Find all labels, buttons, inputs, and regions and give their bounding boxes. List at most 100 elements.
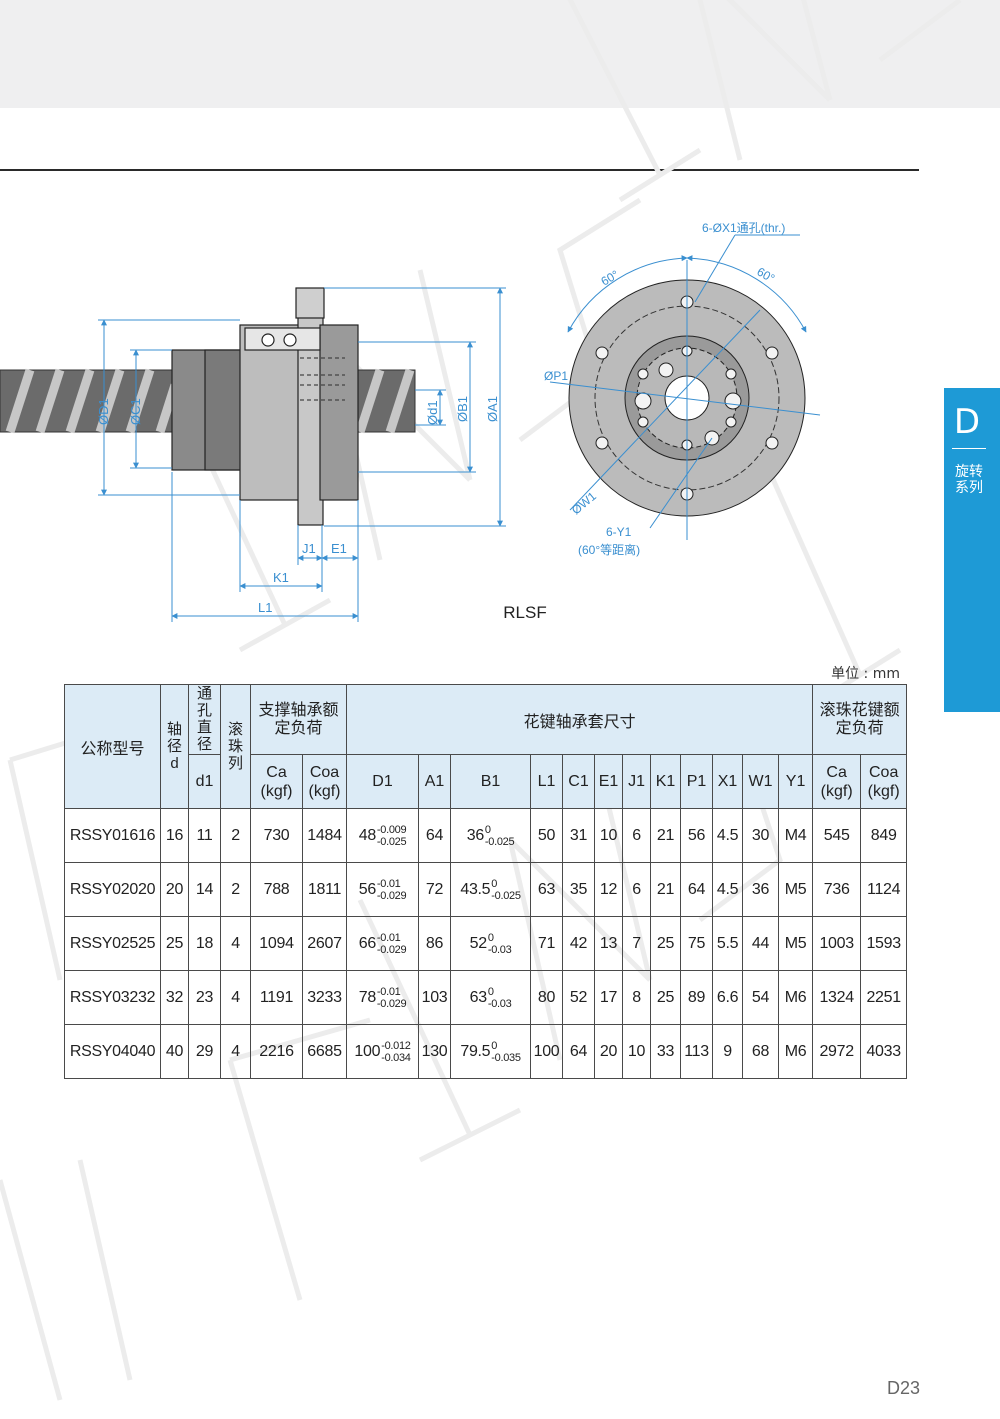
cell-J1: 8 <box>622 970 652 1025</box>
cell-A1: 103 <box>418 970 452 1025</box>
cell-P1: 64 <box>680 862 714 917</box>
cell-K1: 25 <box>650 916 682 971</box>
y1-note-label: (60°等距离) <box>578 542 640 557</box>
model-label: RLSF <box>503 603 547 622</box>
header-col: C1 <box>562 754 596 809</box>
cell-D1: 100-0.012-0.034 <box>346 1024 420 1079</box>
technical-drawing: ØD1 ØC1 Ød1 ØB1 ØA1 J1 E1 K1 L1 <box>0 221 821 622</box>
cell-ca: 1094 <box>250 916 303 971</box>
cell-D1: 78-0.01-0.029 <box>346 970 420 1025</box>
cell-coa: 6685 <box>301 1024 348 1079</box>
cell-K1: 33 <box>650 1024 682 1079</box>
cell-Y1: M6 <box>778 1024 814 1079</box>
cell-X1: 6.6 <box>712 970 744 1025</box>
cell-ca2: 736 <box>812 862 862 917</box>
dim-j1-label: J1 <box>302 541 316 556</box>
cell-model: RSSY01616 <box>64 808 161 863</box>
cell-coa2: 4033 <box>860 1024 908 1079</box>
cell-d1: 18 <box>188 916 221 971</box>
cell-rows: 2 <box>220 808 251 863</box>
screw-shaft <box>0 368 416 434</box>
cell-D1: 56-0.01-0.029 <box>346 862 420 917</box>
cell-A1: 130 <box>418 1024 452 1079</box>
cell-rows: 2 <box>220 862 251 917</box>
header-spline-size: 花键轴承套尺寸 <box>346 684 814 755</box>
cell-rows: 4 <box>220 916 251 971</box>
cell-d1: 11 <box>188 808 221 863</box>
x1-hole-label: 6-ØX1通孔(thr.) <box>702 221 785 235</box>
header-shaft: 轴径d <box>160 684 189 809</box>
cell-W1: 30 <box>742 808 780 863</box>
cell-d1: 23 <box>188 970 221 1025</box>
cell-coa2: 1124 <box>860 862 908 917</box>
header-spline-load: 滚珠花键额定负荷 <box>812 684 908 755</box>
cell-P1: 75 <box>680 916 714 971</box>
section-tab[interactable]: D 旋转系列 <box>944 388 1000 712</box>
cell-J1: 6 <box>622 808 652 863</box>
dim-e1-label: E1 <box>331 541 347 556</box>
cell-d: 20 <box>160 862 189 917</box>
cell-ca: 730 <box>250 808 303 863</box>
header-col: Ca (kgf) <box>812 754 862 809</box>
header-col: D1 <box>346 754 420 809</box>
cell-W1: 44 <box>742 916 780 971</box>
cell-K1: 21 <box>650 862 682 917</box>
cell-d: 25 <box>160 916 189 971</box>
cell-coa2: 849 <box>860 808 908 863</box>
cell-L1: 71 <box>530 916 564 971</box>
spec-table: 公称型号 轴径d 通孔直径 滚珠列 支撑轴承额定负荷 花键轴承套尺寸 滚珠花键额… <box>64 684 908 1079</box>
header-ball-rows: 滚珠列 <box>220 684 251 809</box>
unit-label: 单位 : mm <box>831 666 900 682</box>
cell-model: RSSY04040 <box>64 1024 161 1079</box>
cell-D1: 48-0.009-0.025 <box>346 808 420 863</box>
cell-coa: 3233 <box>301 970 348 1025</box>
cell-A1: 86 <box>418 916 452 971</box>
p1-label: ØP1 <box>544 369 568 383</box>
cell-d: 32 <box>160 970 189 1025</box>
cell-E1: 10 <box>594 808 624 863</box>
cell-C1: 64 <box>562 1024 596 1079</box>
cell-W1: 36 <box>742 862 780 917</box>
section-divider <box>952 448 986 449</box>
cell-E1: 13 <box>594 916 624 971</box>
y1-label: 6-Y1 <box>606 525 632 539</box>
header-hole: 通孔直径 <box>188 684 221 755</box>
header-col: K1 <box>650 754 682 809</box>
cell-A1: 64 <box>418 808 452 863</box>
cell-model: RSSY02525 <box>64 916 161 971</box>
cell-K1: 25 <box>650 970 682 1025</box>
cell-d1: 29 <box>188 1024 221 1079</box>
cell-J1: 10 <box>622 1024 652 1079</box>
cell-J1: 7 <box>622 916 652 971</box>
nut-body <box>171 287 359 526</box>
header-col: B1 <box>450 754 532 809</box>
header-col: E1 <box>594 754 624 809</box>
cell-model: RSSY02020 <box>64 862 161 917</box>
cell-d: 40 <box>160 1024 189 1079</box>
cell-coa: 1484 <box>301 808 348 863</box>
cell-X1: 9 <box>712 1024 744 1079</box>
cell-ca: 788 <box>250 862 303 917</box>
cell-Y1: M5 <box>778 916 814 971</box>
cell-C1: 42 <box>562 916 596 971</box>
cell-X1: 5.5 <box>712 916 744 971</box>
dim-small-d1-label: Ød1 <box>425 400 440 425</box>
cell-J1: 6 <box>622 862 652 917</box>
cell-X1: 4.5 <box>712 862 744 917</box>
cell-L1: 63 <box>530 862 564 917</box>
cell-ca2: 2972 <box>812 1024 862 1079</box>
cell-P1: 113 <box>680 1024 714 1079</box>
cell-W1: 54 <box>742 970 780 1025</box>
cell-W1: 68 <box>742 1024 780 1079</box>
w1-label: ØW1 <box>569 489 599 518</box>
cell-ca2: 1003 <box>812 916 862 971</box>
cell-P1: 56 <box>680 808 714 863</box>
cell-d: 16 <box>160 808 189 863</box>
